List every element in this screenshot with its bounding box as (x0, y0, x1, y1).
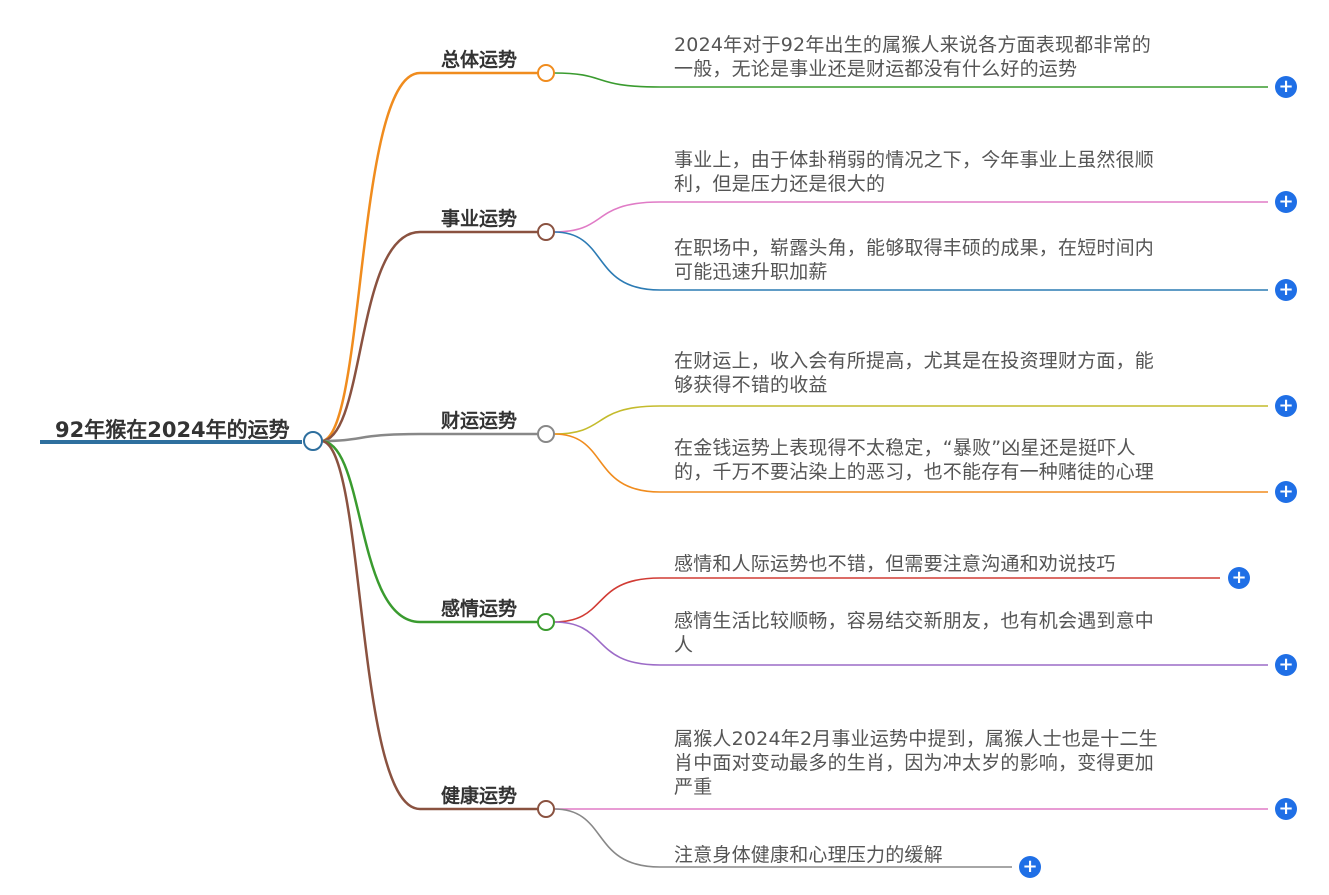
leaf-overall-1[interactable]: 2024年对于92年出生的属猴人来说各方面表现都非常的 一般，无论是事业还是财运… (674, 34, 1151, 80)
root-topic[interactable]: 92年猴在2024年的运势 (55, 418, 290, 442)
leaf-career-1[interactable]: 事业上，由于体卦稍弱的情况之下，今年事业上虽然很顺 利，但是压力还是很大的 (674, 149, 1155, 195)
leaf-health-1[interactable]: 属猴人2024年2月事业运势中提到，属猴人士也是十二生 肖中面对变动最多的生肖，… (674, 728, 1158, 798)
branch-node-circle (537, 800, 555, 818)
branch-wealth[interactable]: 财运运势 (441, 410, 518, 432)
branch-connector (320, 439, 421, 624)
branch-node-circle (537, 613, 555, 631)
branch-connector (320, 439, 421, 811)
plus-circle-icon[interactable]: + (1275, 279, 1297, 301)
leaf-wealth-1[interactable]: 在财运上，收入会有所提高，尤其是在投资理财方面，能 够获得不错的收益 (674, 350, 1155, 396)
plus-circle-icon[interactable]: + (1275, 191, 1297, 213)
branch-career[interactable]: 事业运势 (441, 208, 518, 230)
plus-circle-icon[interactable]: + (1275, 798, 1297, 820)
branch-connector (320, 230, 421, 443)
plus-circle-icon[interactable]: + (1275, 654, 1297, 676)
leaf-connector (553, 577, 661, 623)
plus-circle-icon[interactable]: + (1228, 567, 1250, 589)
leaf-connector (553, 621, 661, 666)
branch-node-circle (537, 425, 555, 443)
branch-connector (320, 432, 421, 443)
leaf-connector (553, 808, 661, 868)
plus-circle-icon[interactable]: + (1275, 481, 1297, 503)
plus-circle-icon[interactable]: + (1275, 395, 1297, 417)
leaf-connector (553, 405, 661, 435)
leaf-love-2[interactable]: 感情生活比较顺畅，容易结交新朋友，也有机会遇到意中 人 (674, 610, 1155, 656)
leaf-connector (553, 433, 661, 493)
leaf-connector (553, 72, 661, 88)
branch-love[interactable]: 感情运势 (441, 598, 518, 620)
branch-node-circle (537, 223, 555, 241)
branch-node-circle (537, 64, 555, 82)
leaf-career-2[interactable]: 在职场中，崭露头角，能够取得丰硕的成果，在短时间内 可能迅速升职加薪 (674, 237, 1155, 283)
leaf-health-2[interactable]: 注意身体健康和心理压力的缓解 (674, 844, 943, 866)
leaf-wealth-2[interactable]: 在金钱运势上表现得不太稳定，“暴败”凶星还是挺吓人 的，千万不要沾染上的恶习，也… (674, 437, 1155, 483)
branch-health[interactable]: 健康运势 (441, 785, 518, 807)
leaf-love-1[interactable]: 感情和人际运势也不错，但需要注意沟通和劝说技巧 (674, 553, 1116, 575)
branch-overall[interactable]: 总体运势 (441, 49, 518, 71)
plus-circle-icon[interactable]: + (1275, 76, 1297, 98)
plus-circle-icon[interactable]: + (1019, 856, 1041, 878)
leaf-connector (553, 201, 661, 233)
branch-connector (320, 71, 421, 443)
leaf-connector (553, 231, 661, 291)
root-node-circle (303, 431, 323, 451)
